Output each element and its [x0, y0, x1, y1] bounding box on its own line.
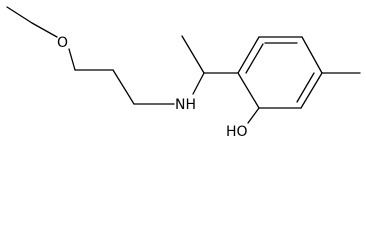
- bond-ethyl-1: [6, 6, 33, 24]
- bond-ring-oh: [247, 107, 260, 124]
- ring-bond-4: [300, 72, 323, 109]
- bond-propyl-2: [112, 69, 135, 105]
- bond-ethyl-2: [31, 22, 58, 38]
- ring-double-bond-1: [245, 43, 264, 74]
- bond-n-ch: [192, 72, 205, 95]
- ring-bond-1: [237, 36, 260, 74]
- bond-o-propyl: [68, 48, 76, 71]
- atom-label-hydroxyl: HO: [226, 124, 248, 140]
- chemical-structure: O NH HO: [6, 6, 361, 140]
- ring-bond-3: [301, 36, 323, 74]
- ring-bond-6: [237, 72, 260, 109]
- atom-label-nitrogen: NH: [175, 97, 196, 113]
- bond-ch-methyl: [181, 35, 205, 74]
- ring-double-bond-3: [296, 72, 315, 103]
- atom-label-oxygen-ether: O: [57, 35, 68, 51]
